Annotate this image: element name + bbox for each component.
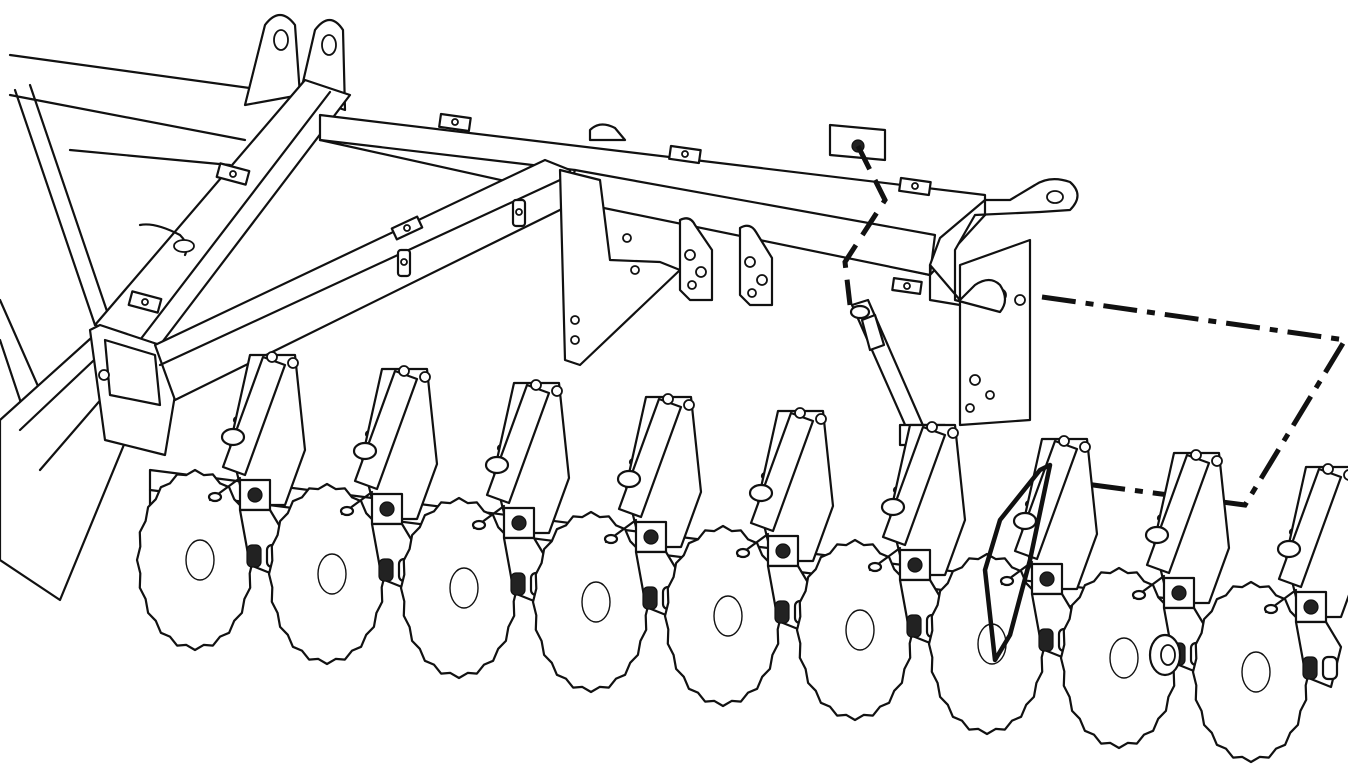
adjust-nut <box>339 505 355 517</box>
disc-hub <box>317 553 347 595</box>
adjust-nut <box>207 491 223 503</box>
adjust-nut <box>867 561 883 573</box>
pivot-bolt <box>1343 469 1348 481</box>
disc-hub <box>1241 651 1271 693</box>
disc-blade <box>531 510 651 694</box>
depth-wheel <box>774 600 790 624</box>
pivot-bolt <box>551 385 563 397</box>
frame-corner-tube <box>88 323 177 457</box>
end-hub <box>1148 633 1182 677</box>
diagonal-beam <box>93 78 352 347</box>
bearing <box>907 557 923 573</box>
center-mount-plates <box>558 123 774 367</box>
cylinder-end <box>748 483 774 503</box>
cylinder-end <box>1276 539 1302 559</box>
bearing <box>511 515 527 531</box>
disc-blade <box>663 524 783 708</box>
disc-unit <box>267 365 439 666</box>
bearing-block <box>898 548 932 582</box>
pivot-bolt <box>926 421 938 433</box>
adjustment-frame-outline <box>1041 294 1348 508</box>
bearing <box>1303 599 1319 615</box>
pivot-bolt <box>815 413 827 425</box>
cylinder-end <box>1144 525 1170 545</box>
depth-wheel <box>906 614 922 638</box>
adjust-nut <box>603 533 619 545</box>
depth-wheel <box>1302 656 1318 680</box>
bearing <box>1171 585 1187 601</box>
disc-unit <box>663 407 835 708</box>
hitch-tower <box>243 13 347 112</box>
disc-unit <box>135 351 307 652</box>
depth-wheel <box>246 544 262 568</box>
bearing <box>379 501 395 517</box>
disc-unit <box>927 435 1099 736</box>
right-end-plate <box>828 123 1079 427</box>
pivot-bolt <box>1322 463 1334 475</box>
disc-hub <box>1109 637 1139 679</box>
cylinder-end <box>616 469 642 489</box>
pivot-bolt <box>947 427 959 439</box>
disc-hub <box>845 609 875 651</box>
depth-wheel <box>1321 655 1339 681</box>
disc-blade <box>1191 580 1311 764</box>
drive-chain <box>982 462 1053 663</box>
pivot-bolt <box>419 371 431 383</box>
depth-wheel <box>510 572 526 596</box>
bearing <box>775 543 791 559</box>
pivot-bolt <box>1190 449 1202 461</box>
adjust-nut <box>1131 589 1147 601</box>
disc-hub <box>185 539 215 581</box>
disc-unit <box>531 393 703 694</box>
disc-blade <box>399 496 519 680</box>
disc-unit <box>399 379 571 680</box>
pivot-bolt <box>1058 435 1070 447</box>
depth-wheel <box>1038 628 1054 652</box>
pivot-bolt <box>683 399 695 411</box>
adjust-nut <box>999 575 1015 587</box>
disc-blade <box>1059 566 1179 750</box>
disc-blade <box>795 538 915 722</box>
cylinder-end <box>352 441 378 461</box>
cylinder-end <box>484 455 510 475</box>
pivot-bolt <box>1211 455 1223 467</box>
depth-wheel <box>378 558 394 582</box>
cylinder-end <box>1012 511 1038 531</box>
pivot-bolt <box>794 407 806 419</box>
pivot-bolt <box>398 365 410 377</box>
bearing <box>1039 571 1055 587</box>
disc-blade <box>135 468 255 652</box>
disc-hub <box>449 567 479 609</box>
adjust-nut <box>735 547 751 559</box>
pivot-bolt <box>287 357 299 369</box>
disc-blade <box>927 552 1047 736</box>
disc-units <box>135 351 1348 764</box>
bearing <box>247 487 263 503</box>
hydraulic-hose-path <box>842 144 888 306</box>
pivot-bolt <box>1079 441 1091 453</box>
adjust-nut <box>471 519 487 531</box>
pivot-bolt <box>266 351 278 363</box>
adjust-nut <box>1263 603 1279 615</box>
disc-unit <box>1191 463 1348 764</box>
pivot-bolt <box>662 393 674 405</box>
pivot-bolt <box>530 379 542 391</box>
disc-hub <box>713 595 743 637</box>
disc-hub <box>581 581 611 623</box>
depth-wheel <box>642 586 658 610</box>
cylinder-end <box>220 427 246 447</box>
cylinder-end <box>880 497 906 517</box>
disc-blade <box>267 482 387 666</box>
bearing <box>643 529 659 545</box>
